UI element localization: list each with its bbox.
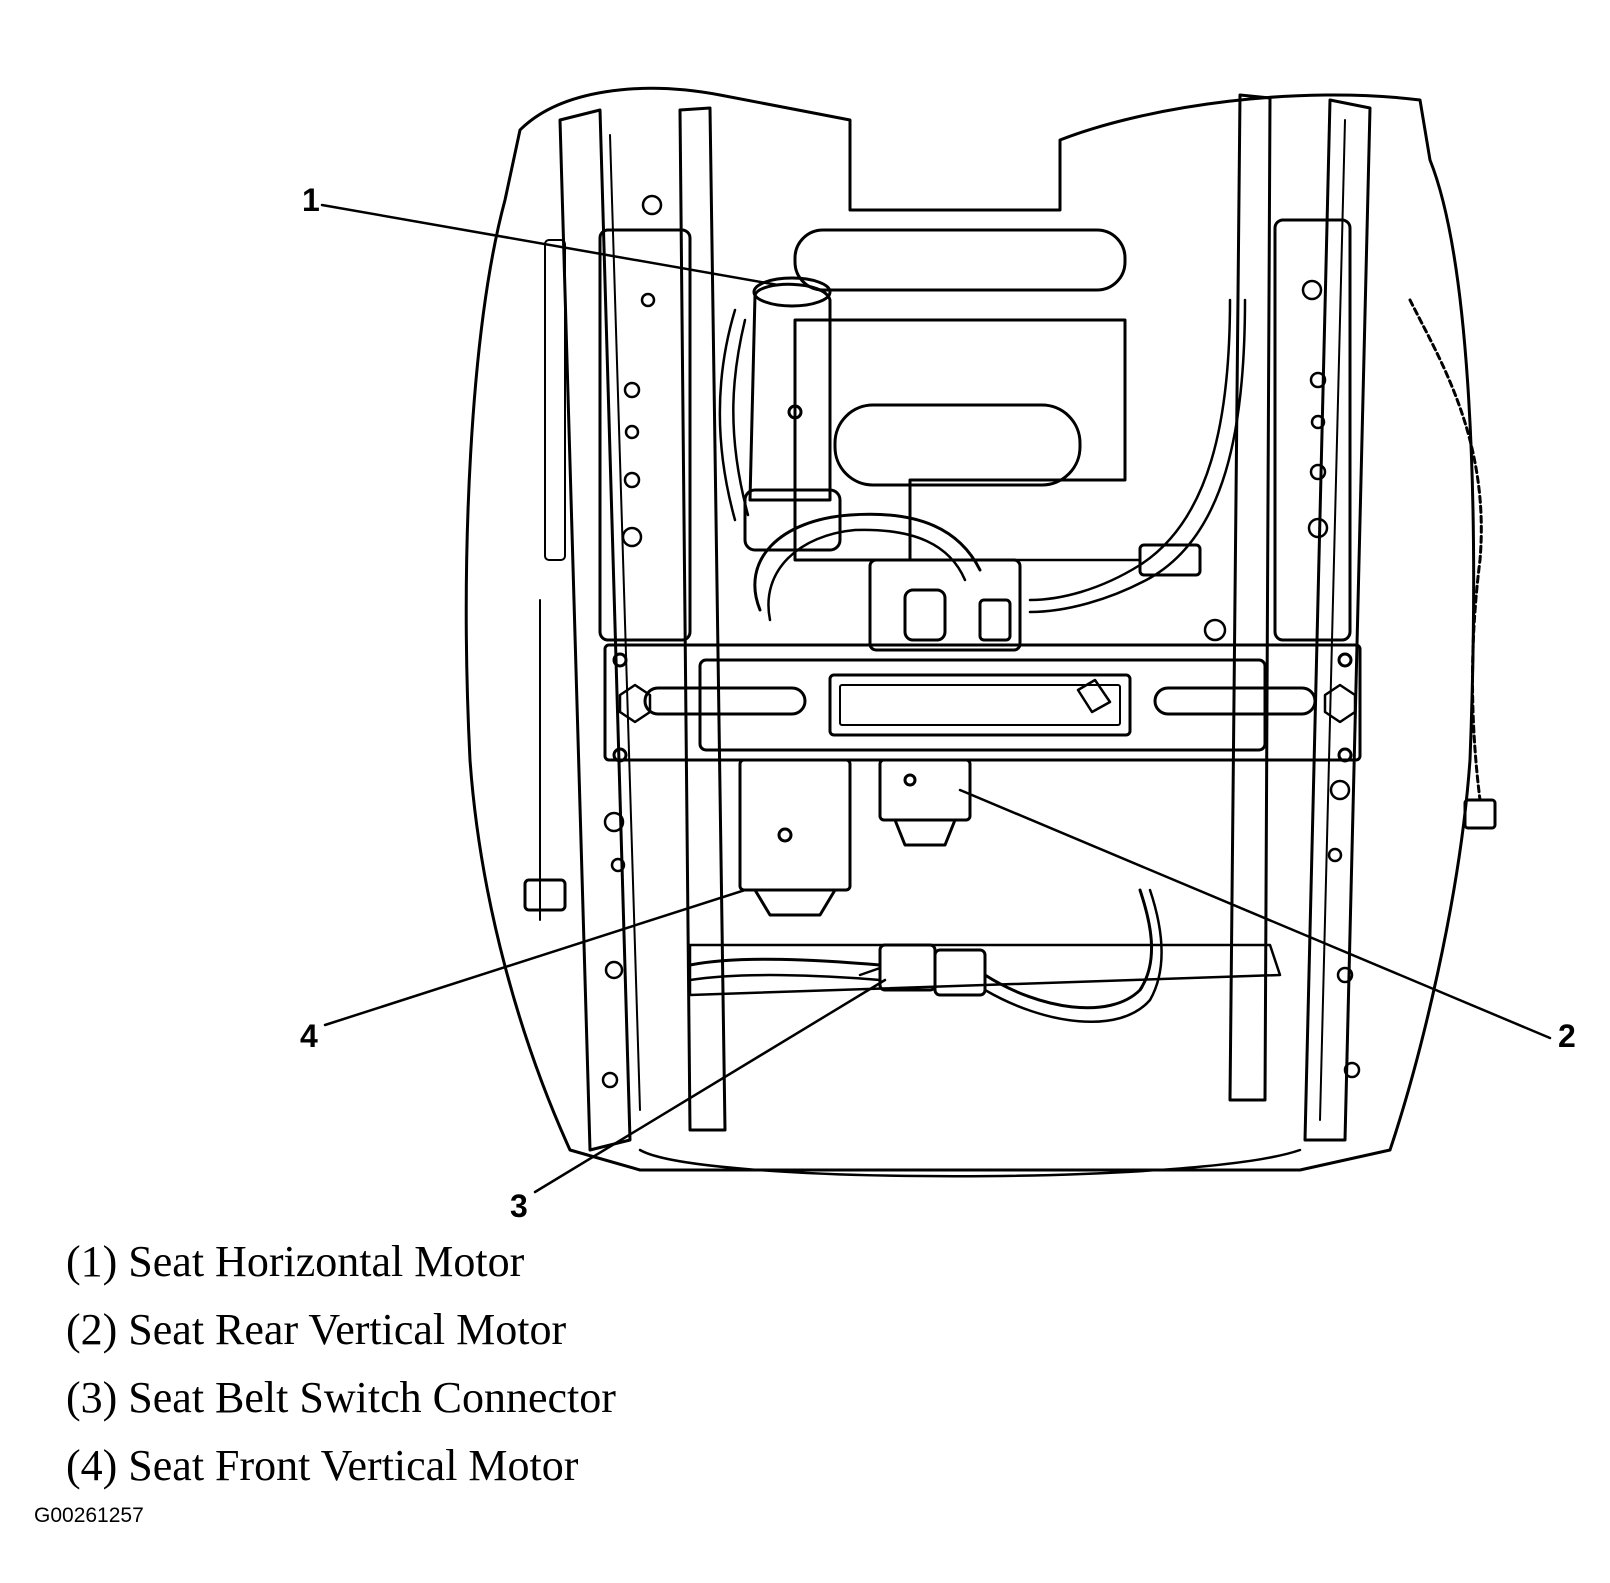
leader-lines bbox=[320, 203, 1552, 1194]
seat-belt-switch-connector bbox=[858, 943, 987, 997]
front-cross-bar bbox=[688, 943, 1282, 997]
right-side-harness bbox=[1408, 298, 1483, 802]
harness-upper bbox=[753, 512, 982, 612]
rear-cross-panel bbox=[793, 228, 1127, 292]
left-seat-track bbox=[558, 108, 632, 1152]
seat-front-vertical-motor bbox=[738, 758, 852, 917]
seat-frame-diagram bbox=[320, 86, 1552, 1194]
leader-line-4 bbox=[323, 888, 747, 1027]
left-side-panel bbox=[598, 228, 692, 642]
legend-item-4: (4) Seat Front Vertical Motor bbox=[66, 1441, 579, 1490]
leader-line-3 bbox=[533, 978, 887, 1194]
legend-item-2: (2) Seat Rear Vertical Motor bbox=[66, 1305, 567, 1354]
left-mounting-holes bbox=[601, 194, 663, 1089]
callout-number-2: 2 bbox=[1558, 1018, 1576, 1054]
right-harness-connector bbox=[1463, 798, 1497, 830]
cross-bracket-window bbox=[828, 673, 1132, 737]
right-side-panel bbox=[1273, 218, 1352, 642]
left-inner-rail bbox=[678, 106, 727, 1132]
leader-line-1 bbox=[320, 203, 780, 287]
callout-number-1: 1 bbox=[302, 182, 320, 218]
right-mounting-holes bbox=[1203, 279, 1361, 1079]
center-module bbox=[868, 558, 1022, 652]
seat-cushion-outline bbox=[464, 86, 1476, 1172]
seat-horizontal-motor bbox=[743, 276, 842, 552]
right-inner-rail bbox=[1228, 93, 1272, 1102]
harness-right bbox=[1028, 298, 1232, 602]
leader-line-2 bbox=[958, 788, 1552, 1040]
legend-item-3: (3) Seat Belt Switch Connector bbox=[66, 1373, 616, 1422]
center-pan bbox=[793, 318, 1127, 562]
seat-rear-vertical-motor bbox=[878, 758, 972, 847]
callout-number-3: 3 bbox=[510, 1188, 528, 1224]
right-seat-track bbox=[1303, 98, 1372, 1142]
figure-id: G00261257 bbox=[34, 1504, 144, 1527]
harness-lower bbox=[688, 957, 882, 967]
legend-list: (1) Seat Horizontal Motor (2) Seat Rear … bbox=[66, 1228, 616, 1500]
callout-number-4: 4 bbox=[300, 1018, 318, 1054]
cross-bracket bbox=[603, 643, 1362, 762]
legend-item-1: (1) Seat Horizontal Motor bbox=[66, 1237, 525, 1286]
